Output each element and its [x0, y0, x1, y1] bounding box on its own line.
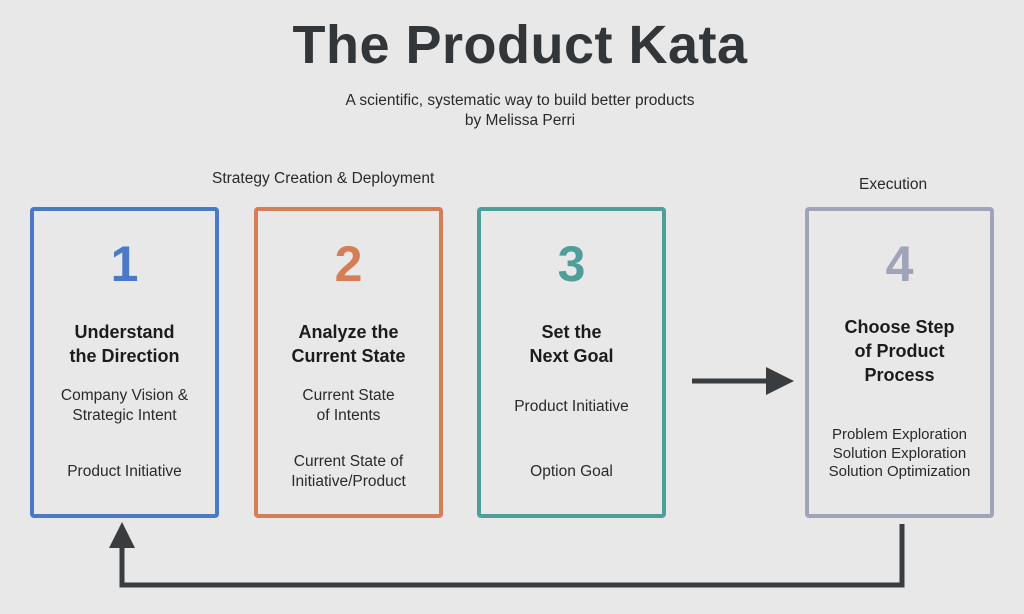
step-item: Option Goal: [481, 462, 662, 482]
step-heading: Understand the Direction: [34, 320, 215, 368]
section-label-strategy: Strategy Creation & Deployment: [212, 170, 435, 187]
step-number: 3: [557, 236, 586, 292]
step-item: Product Initiative: [34, 462, 215, 482]
subtitle-line-1: A scientific, systematic way to build be…: [345, 92, 695, 109]
step-number: 2: [334, 236, 363, 292]
step-item: Current State of Intents: [258, 386, 439, 426]
step-item: Solution Exploration: [832, 444, 967, 462]
step-item-line: Product Initiative: [514, 398, 629, 415]
step-item: Problem Exploration: [831, 426, 968, 443]
step-item: Solution Optimization: [828, 463, 971, 480]
step-item-line: Strategic Intent: [72, 407, 177, 424]
step-heading: Choose Step of Product Process: [809, 315, 990, 387]
step-number: 4: [885, 236, 914, 292]
step-heading-line: Set the: [541, 322, 602, 342]
diagram-title: The Product Kata: [292, 15, 748, 75]
section-label-execution: Execution: [859, 176, 928, 193]
step-heading-line: Analyze the: [298, 322, 399, 342]
step-item: Product Initiative: [481, 397, 662, 417]
step-heading-line: Process: [864, 365, 935, 385]
step-item: Current State of Initiative/Product: [258, 452, 439, 492]
step-item-line: of Intents: [316, 407, 381, 424]
step-heading-line: Understand: [74, 322, 175, 342]
step-heading-line: Current State: [291, 346, 406, 366]
step-item-line: Current State of: [293, 453, 404, 470]
step-item-line: Product Initiative: [67, 463, 182, 480]
diagram-subtitle: A scientific, systematic way to build be…: [0, 91, 1024, 131]
step-heading: Analyze the Current State: [258, 320, 439, 368]
step-heading: Set the Next Goal: [481, 320, 662, 368]
step-card-2: 2 Analyze the Current State Current Stat…: [254, 207, 443, 518]
step-heading-line: Next Goal: [529, 346, 614, 366]
step-number: 1: [110, 236, 139, 292]
step-card-4: 4 Choose Step of Product Process Problem…: [805, 207, 994, 518]
step-heading-line: of Product: [854, 341, 945, 361]
feedback-loop-arrow: [109, 522, 905, 588]
step-heading-line: the Direction: [69, 346, 180, 366]
subtitle-author: by Melissa Perri: [464, 112, 576, 129]
step-item: Company Vision & Strategic Intent: [34, 386, 215, 426]
step-card-1: 1 Understand the Direction Company Visio…: [30, 207, 219, 518]
step-item-line: Option Goal: [530, 463, 613, 480]
step-item-line: Initiative/Product: [291, 473, 406, 490]
step-item-list: Problem Exploration Solution Exploration…: [809, 426, 990, 482]
step-item-line: Current State: [302, 387, 395, 404]
step-heading-line: Choose Step: [844, 317, 955, 337]
step-item-line: Company Vision &: [60, 387, 189, 404]
arrow-to-execution: [692, 367, 794, 395]
step-card-3: 3 Set the Next Goal Product Initiative O…: [477, 207, 666, 518]
